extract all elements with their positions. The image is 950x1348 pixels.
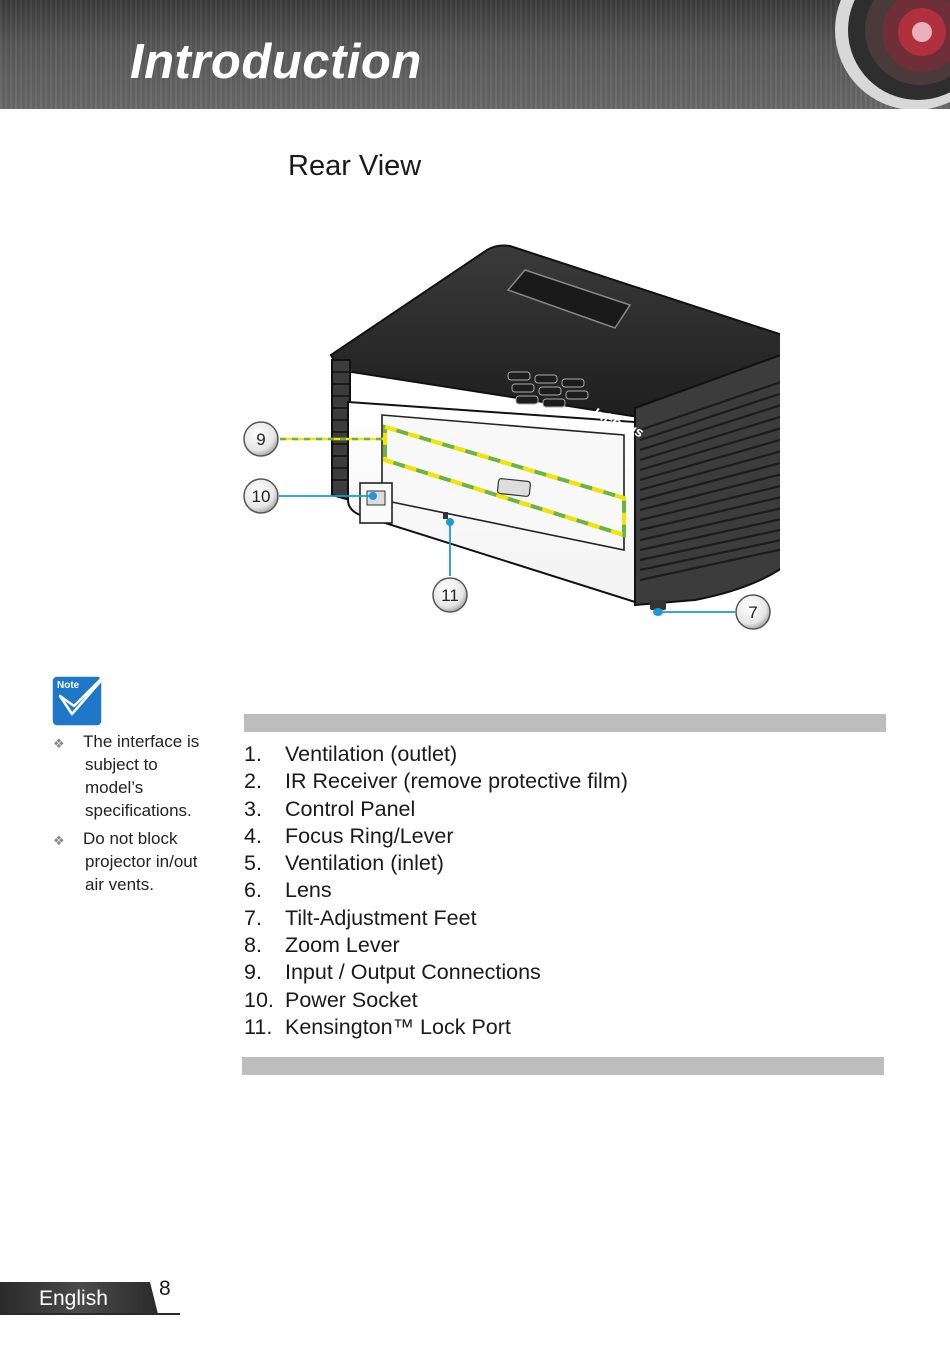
note-item: ❖ Do not block projector in/out air vent… <box>53 829 198 894</box>
language-label: English <box>39 1287 108 1310</box>
section-title: Rear View <box>288 150 422 182</box>
note-item: ❖ The interface is subject to model’s sp… <box>53 732 200 820</box>
footer-rule <box>0 1313 180 1315</box>
projector-rear-view-illustration: InFocus 9 10 11 7 <box>243 244 780 630</box>
header-texture <box>0 0 950 109</box>
svg-text:11: 11 <box>441 586 459 605</box>
list-item: 7.Tilt-Adjustment Feet <box>244 905 477 930</box>
language-tab <box>0 1282 158 1314</box>
list-item: 6.Lens <box>244 878 332 903</box>
page-number: 8 <box>159 1277 171 1300</box>
callout-11: 11 <box>432 577 468 613</box>
svg-text:7: 7 <box>748 603 757 622</box>
list-item: 10.Power Socket <box>244 987 418 1012</box>
kensington-port <box>443 512 448 519</box>
projector-body: InFocus <box>329 244 780 616</box>
list-item: 8.Zoom Lever <box>244 933 400 958</box>
svg-text:Note: Note <box>57 680 80 691</box>
callout-7: 7 <box>735 594 771 630</box>
diamond-bullet-icon: ❖ <box>53 736 65 751</box>
io-highlight <box>383 424 626 538</box>
list-item: 5.Ventilation (inlet) <box>244 851 444 876</box>
list-item: 4.Focus Ring/Lever <box>244 823 454 848</box>
parts-list: 1.Ventilation (outlet) 2.IR Receiver (re… <box>244 741 628 1041</box>
note-checkmark-icon: Note <box>51 666 114 727</box>
header-banner: Introduction <box>0 0 950 109</box>
list-item: 2.IR Receiver (remove protective film) <box>244 769 628 794</box>
callout-9: 9 <box>243 421 279 457</box>
note-list: ❖ The interface is subject to model’s sp… <box>50 730 220 901</box>
lens-decoration-icon <box>835 0 950 109</box>
list-bottom-rule <box>242 1057 884 1075</box>
svg-text:9: 9 <box>256 430 265 449</box>
callout-10: 10 <box>243 478 279 514</box>
power-socket <box>359 482 393 524</box>
list-item: 3.Control Panel <box>244 796 416 821</box>
list-item: 9.Input / Output Connections <box>244 960 541 985</box>
list-item: 11.Kensington™ Lock Port <box>244 1014 511 1039</box>
page-footer: English 8 <box>0 1276 190 1316</box>
svg-text:10: 10 <box>252 487 271 506</box>
page-title: Introduction <box>130 35 422 89</box>
diamond-bullet-icon: ❖ <box>53 833 65 848</box>
list-item: 1.Ventilation (outlet) <box>244 742 458 766</box>
list-top-rule <box>244 714 886 732</box>
